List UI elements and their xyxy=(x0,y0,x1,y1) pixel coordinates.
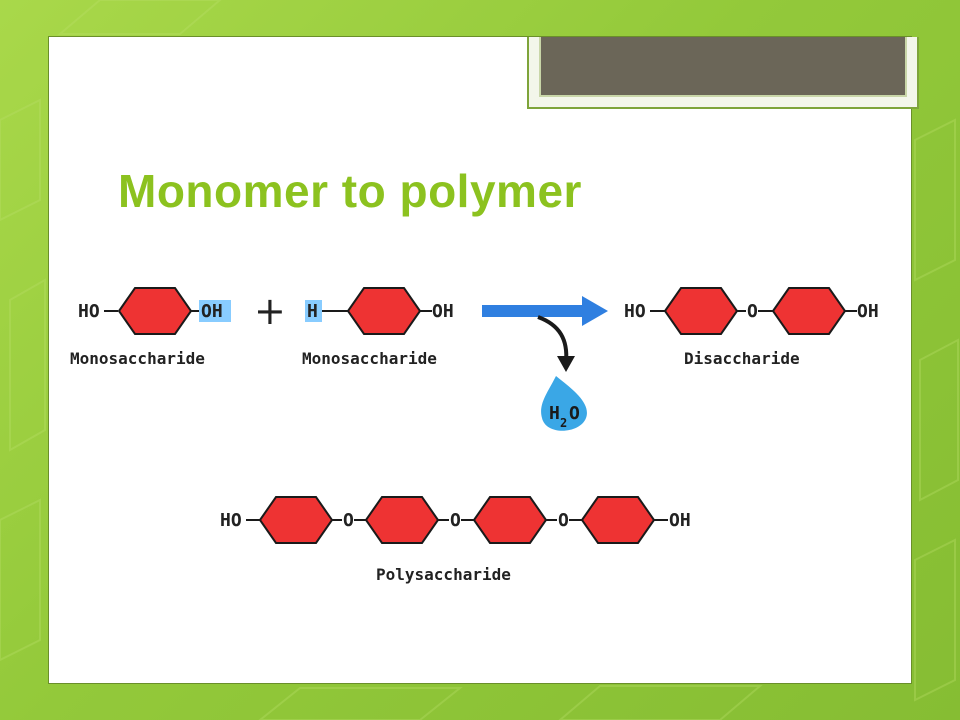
sugar-ring xyxy=(664,287,738,335)
hydroxyl-highlight xyxy=(199,300,231,322)
disaccharide: HO O OH Disaccharide xyxy=(624,287,879,368)
glycosidic-oxygen-label: O xyxy=(450,510,461,531)
polysaccharide: HO O O O OH Polysaccharide xyxy=(220,496,691,584)
glycosidic-oxygen-label: O xyxy=(558,510,569,531)
hydroxyl-right-label: OH xyxy=(669,510,691,531)
sugar-ring xyxy=(772,287,846,335)
monosaccharide-2: H OH Monosaccharide xyxy=(302,287,454,368)
hydroxyl-left-label: HO xyxy=(624,301,646,322)
sugar-ring xyxy=(118,287,192,335)
sugar-ring xyxy=(473,496,547,544)
monosaccharide-label: Monosaccharide xyxy=(302,349,437,368)
hydroxyl-right-label: OH xyxy=(201,301,223,322)
water-subscript-label: 2 xyxy=(560,416,567,430)
hydroxyl-right-label: OH xyxy=(857,301,879,322)
slide-title: Monomer to polymer xyxy=(118,165,582,217)
curved-arrow-head xyxy=(557,356,575,372)
plus-sign: + xyxy=(254,289,286,333)
disaccharide-label: Disaccharide xyxy=(684,349,800,368)
glycosidic-oxygen-label: O xyxy=(747,301,758,322)
header-tab-panel xyxy=(539,37,907,97)
polysaccharide-label: Polysaccharide xyxy=(376,565,511,584)
hydroxyl-left-label: HO xyxy=(78,301,100,322)
sugar-ring xyxy=(581,496,655,544)
water-droplet-icon xyxy=(541,376,587,431)
hydroxyl-right-label: OH xyxy=(432,301,454,322)
hydrogen-label: H xyxy=(307,301,318,322)
reaction-arrow xyxy=(482,296,608,326)
glycosidic-oxygen-label: O xyxy=(343,510,354,531)
water-release: H 2 O xyxy=(537,315,587,431)
monosaccharide-label: Monosaccharide xyxy=(70,349,205,368)
sugar-ring xyxy=(365,496,439,544)
header-tab xyxy=(527,37,919,109)
sugar-ring xyxy=(347,287,421,335)
sugar-ring xyxy=(259,496,333,544)
monosaccharide-1: HO OH Monosaccharide xyxy=(70,287,231,368)
slide-canvas xyxy=(48,36,919,684)
hydroxyl-left-label: HO xyxy=(220,510,242,531)
water-h-label: H xyxy=(549,403,560,424)
hydrogen-highlight xyxy=(305,300,322,322)
water-o-label: O xyxy=(569,403,580,424)
